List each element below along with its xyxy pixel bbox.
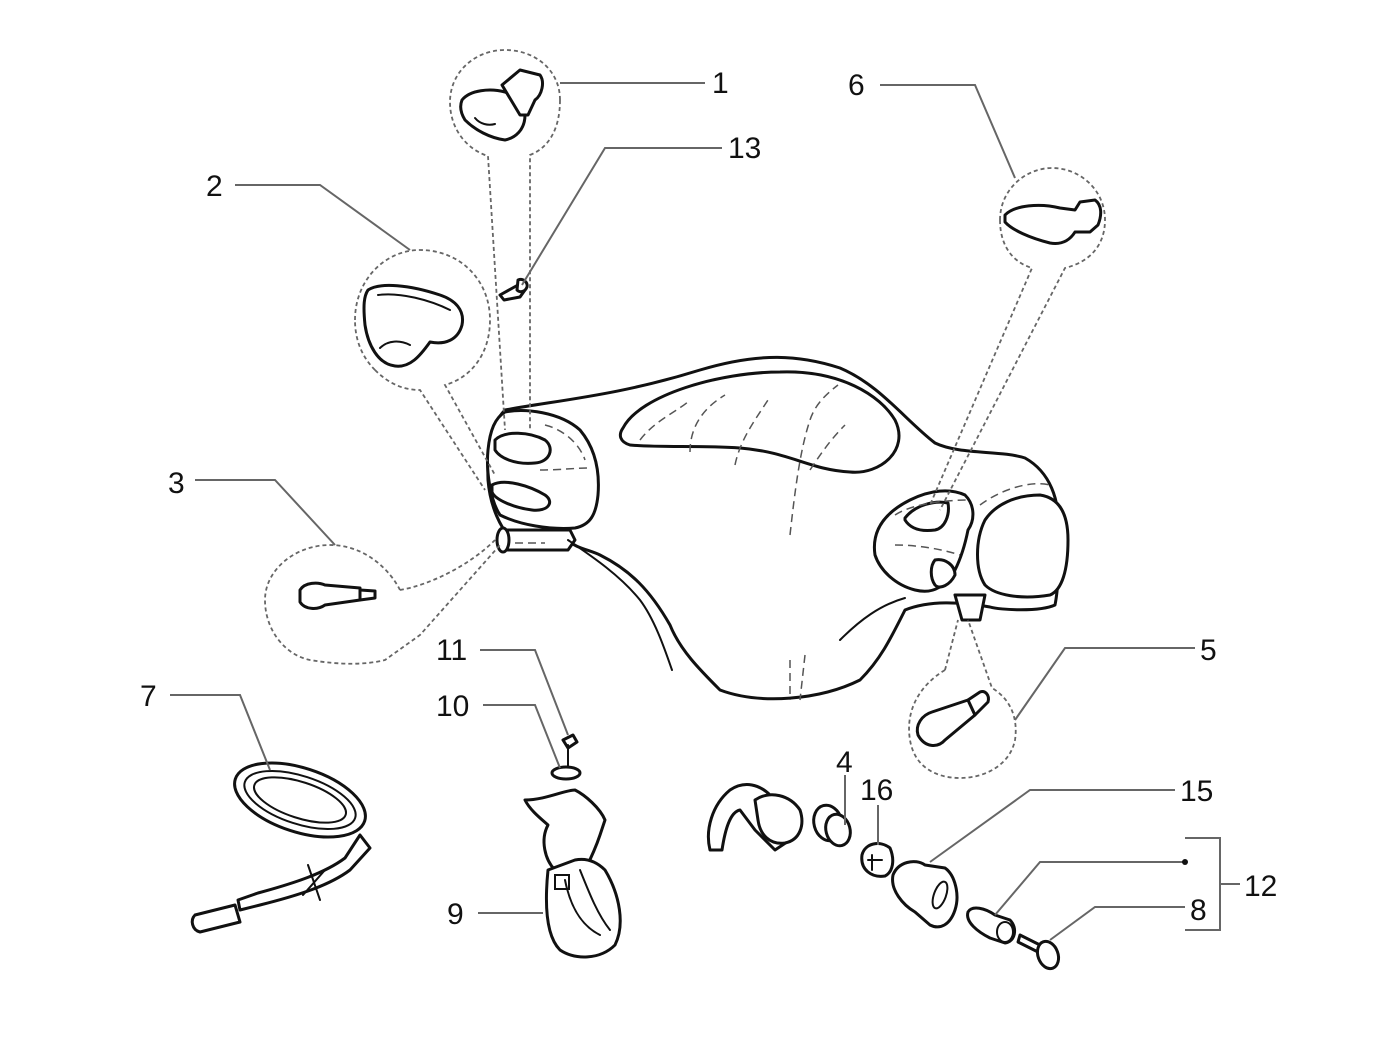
- detail-switch-6[interactable]: [929, 167, 1106, 511]
- key-insert[interactable]: [966, 906, 1017, 945]
- detail-switch-2[interactable]: [354, 249, 496, 491]
- ring-4[interactable]: [810, 802, 854, 849]
- callout-1[interactable]: 1: [560, 67, 729, 100]
- callout-label-13: 13: [728, 132, 761, 165]
- callout-5[interactable]: 5: [1014, 634, 1217, 721]
- detail-bulb-3[interactable]: [264, 539, 501, 665]
- callout-9[interactable]: 9: [447, 898, 543, 931]
- callout-label-8: 8: [1190, 894, 1207, 927]
- callout-4[interactable]: 4: [836, 746, 853, 825]
- callout-label-5: 5: [1200, 634, 1217, 667]
- lock-cylinder[interactable]: [706, 783, 804, 852]
- callout-label-16: 16: [860, 774, 893, 807]
- callout-label-7: 7: [140, 680, 157, 713]
- callout-6[interactable]: 6: [848, 69, 1016, 179]
- callout-15[interactable]: 15: [929, 775, 1213, 863]
- callout-16[interactable]: 16: [860, 774, 893, 845]
- detail-switch-1[interactable]: [449, 49, 561, 431]
- washer-10[interactable]: [550, 765, 582, 781]
- callout-3[interactable]: 3: [168, 467, 336, 546]
- callout-7[interactable]: 7: [140, 680, 271, 771]
- callout-10[interactable]: 10: [436, 690, 561, 769]
- handlebar-cover: [486, 355, 1070, 701]
- bushing-16[interactable]: [860, 842, 895, 878]
- horn-9[interactable]: [523, 788, 622, 959]
- callout-label-9: 9: [447, 898, 464, 931]
- screw-8[interactable]: [1016, 933, 1062, 972]
- callout-label-2: 2: [206, 170, 223, 203]
- callout-label-11: 11: [436, 634, 467, 667]
- callout-label-6: 6: [848, 69, 865, 102]
- callout-label-1: 1: [712, 67, 729, 100]
- lock-housing-15[interactable]: [891, 860, 959, 929]
- callout-label-4: 4: [836, 746, 853, 779]
- screw-11[interactable]: [561, 733, 579, 769]
- callout-label-15: 15: [1180, 775, 1213, 808]
- callout-label-12: 12: [1244, 870, 1277, 903]
- callout-11[interactable]: 11: [436, 634, 569, 736]
- callout-label-10: 10: [436, 690, 469, 723]
- callout-2[interactable]: 2: [206, 170, 411, 251]
- detail-bulb-5[interactable]: [908, 619, 1017, 779]
- callout-8[interactable]: 8: [1049, 894, 1207, 941]
- callout-label-3: 3: [168, 467, 185, 500]
- cable-7[interactable]: [190, 749, 374, 934]
- callout-13[interactable]: 13: [521, 132, 761, 286]
- callout-12[interactable]: 12: [994, 837, 1277, 931]
